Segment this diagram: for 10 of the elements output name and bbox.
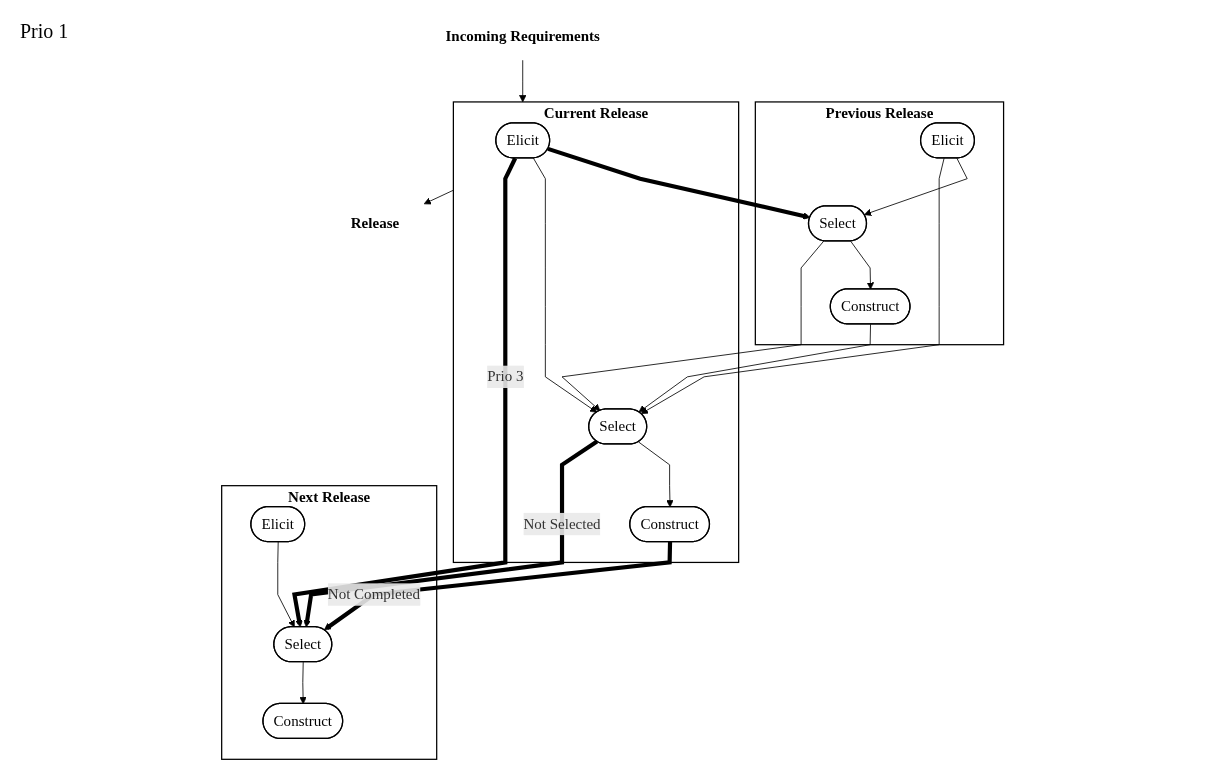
edge-label: Not Completed: [328, 585, 421, 603]
edge-label: Not Selected: [523, 515, 601, 532]
node-text: Release: [351, 214, 400, 232]
arrow: [303, 439, 599, 628]
arrow: [547, 146, 811, 220]
arrow: [292, 157, 518, 628]
note-text: Prio 1: [20, 20, 69, 43]
node-text: Incoming Requirements: [445, 27, 601, 45]
edge-label: Prio 3: [487, 368, 524, 385]
arrow: [324, 541, 673, 631]
